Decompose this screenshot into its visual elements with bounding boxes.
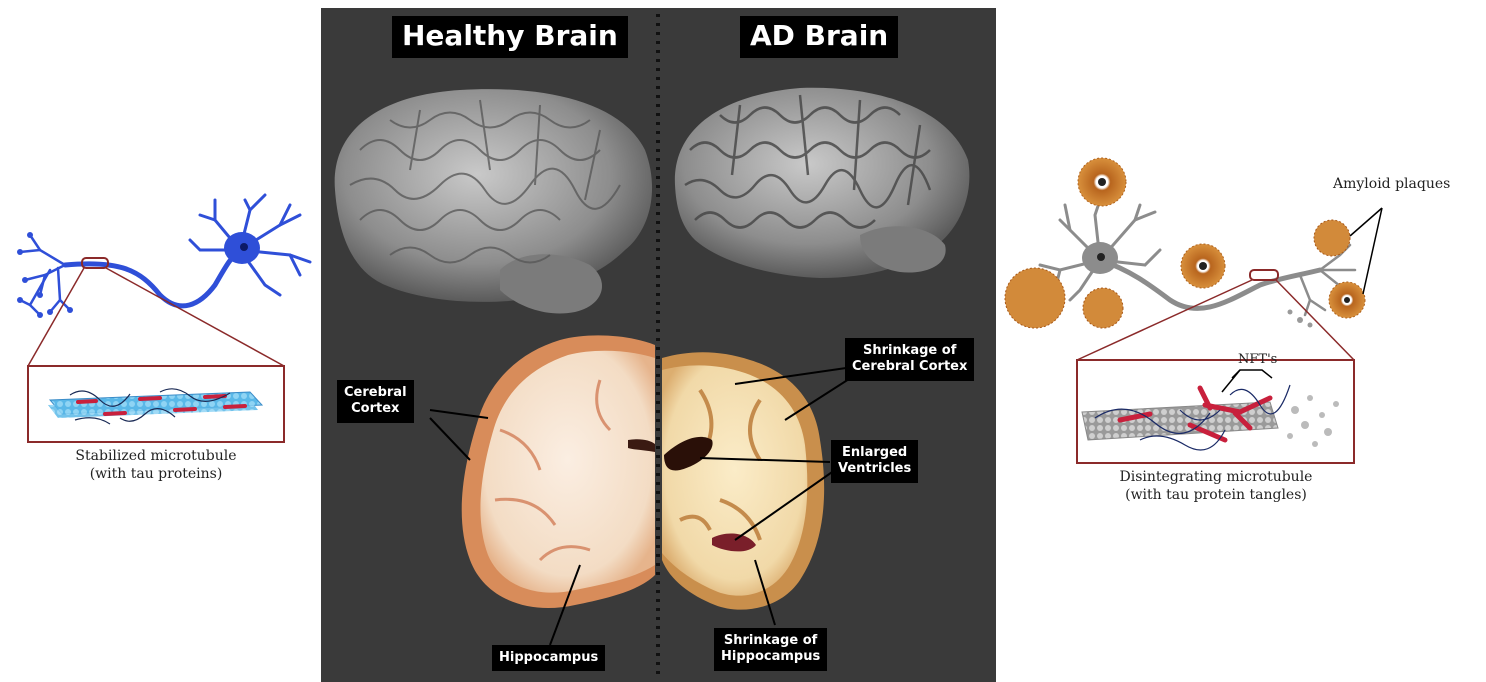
plaque: [1005, 268, 1065, 328]
ad-neuron-soma: [1082, 242, 1118, 274]
ad-neuron-caption: Disintegrating microtubule (with tau pro…: [1070, 468, 1362, 504]
amyloid-plaques: [1005, 158, 1365, 328]
plaque: [1181, 244, 1225, 288]
label-shrinkage-hippocampus: Shrinkage of Hippocampus: [714, 628, 827, 671]
ad-brain-slice: [662, 352, 824, 609]
plaque: [1329, 282, 1365, 318]
healthy-brain-title: Healthy Brain: [392, 16, 628, 58]
label-enlarged-ventricles: Enlarged Ventricles: [831, 440, 918, 483]
ad-brain-title: AD Brain: [740, 16, 898, 58]
healthy-brain-slice: [462, 335, 655, 608]
label-shrinkage-cerebral-cortex: Shrinkage of Cerebral Cortex: [845, 338, 974, 381]
ad-axon-fragments: [1288, 310, 1313, 328]
healthy-neuron: [20, 195, 310, 315]
amyloid-plaques-label: Amyloid plaques: [1333, 176, 1450, 192]
healthy-neuron-soma: [224, 232, 260, 264]
nfts-label: NFT's: [1238, 352, 1277, 367]
label-hippocampus: Hippocampus: [492, 645, 605, 671]
plaque: [1078, 158, 1126, 206]
plaque: [1314, 220, 1350, 256]
plaque: [1083, 288, 1123, 328]
label-cerebral-cortex: Cerebral Cortex: [337, 380, 414, 423]
ad-brain-image: [675, 88, 970, 278]
plaque-pointer-lines: [1350, 208, 1382, 294]
healthy-neuron-caption: Stabilized microtubule (with tau protein…: [28, 447, 284, 483]
healthy-brain-image: [335, 89, 652, 313]
